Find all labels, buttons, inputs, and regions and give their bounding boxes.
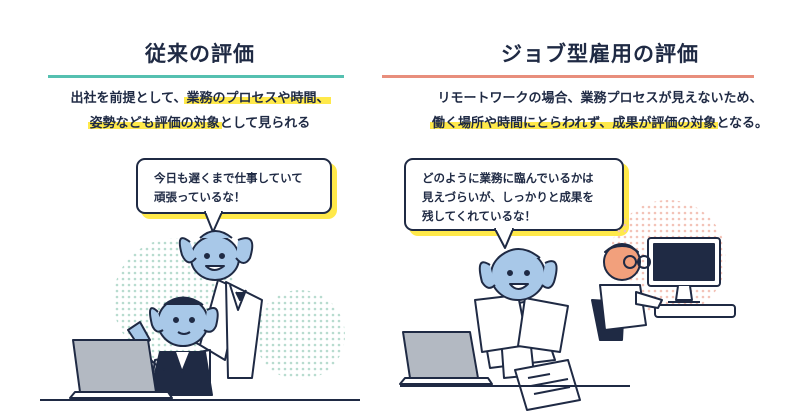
traditional-evaluation-title: 従来の評価 [145,42,255,66]
job-based-desc-line2-highlight: 働く場所や時間にとらわれず、成果が評価の対象 [431,116,717,131]
traditional-desc-line1-highlight: 業務のプロセスや時間、 [186,91,330,106]
traditional-evaluation-panel: 従来の評価 出社を前提として、業務のプロセスや時間、 姿勢なども評価の対象として… [0,0,400,419]
job-based-title-rule [382,75,754,78]
traditional-desc-line2-highlight: 姿勢なども評価の対象 [89,116,220,131]
remote-manager-speech-line2: 見えづらいが、しっかりと成果を [422,190,594,204]
remote-work-illustration [399,200,736,411]
monitor-icon [647,237,721,303]
job-based-evaluation-title: ジョブ型雇用の評価 [501,42,699,66]
traditional-desc-line1-plain: 出社を前提として、 [70,91,187,106]
job-based-evaluation-panel: ジョブ型雇用の評価 リモートワークの場合、業務プロセスが見えないため、 働く場所… [399,0,800,419]
traditional-desc-line2-plain: として見られる [219,116,311,131]
job-based-desc-line1: リモートワークの場合、業務プロセスが見えないため、 [437,91,763,106]
remote-desk [654,304,736,318]
worker-character [127,296,219,396]
manager-speech-line1: 今日も遅くまで仕事していて [154,171,303,185]
traditional-description: 出社を前提として、業務のプロセスや時間、 姿勢なども評価の対象として見られる [0,86,400,136]
remote-manager-speech-line1: どのように業務に臨んでいるかは [422,171,594,185]
traditional-office-illustration [40,209,360,401]
remote-worker-character [591,243,663,341]
remote-manager-speech-bubble: どのように業務に臨んでいるかは 見えづらいが、しっかりと成果を 残してくれている… [404,158,624,231]
traditional-title-rule [48,75,344,78]
laptop-icon [69,339,173,399]
laptop-icon [399,331,493,385]
manager-character [178,230,263,379]
remote-manager-speech-line3: 残してくれているな！ [422,209,536,223]
job-based-desc-line2-plain: となる。 [716,116,769,131]
manager-speech-bubble: 今日も遅くまで仕事していて 頑張っているな！ [136,158,332,214]
manager-speech-line2: 頑張っているな！ [154,190,246,204]
job-based-description: リモートワークの場合、業務プロセスが見えないため、 働く場所や時間にとらわれず、… [400,86,800,136]
manager-character [474,248,569,379]
